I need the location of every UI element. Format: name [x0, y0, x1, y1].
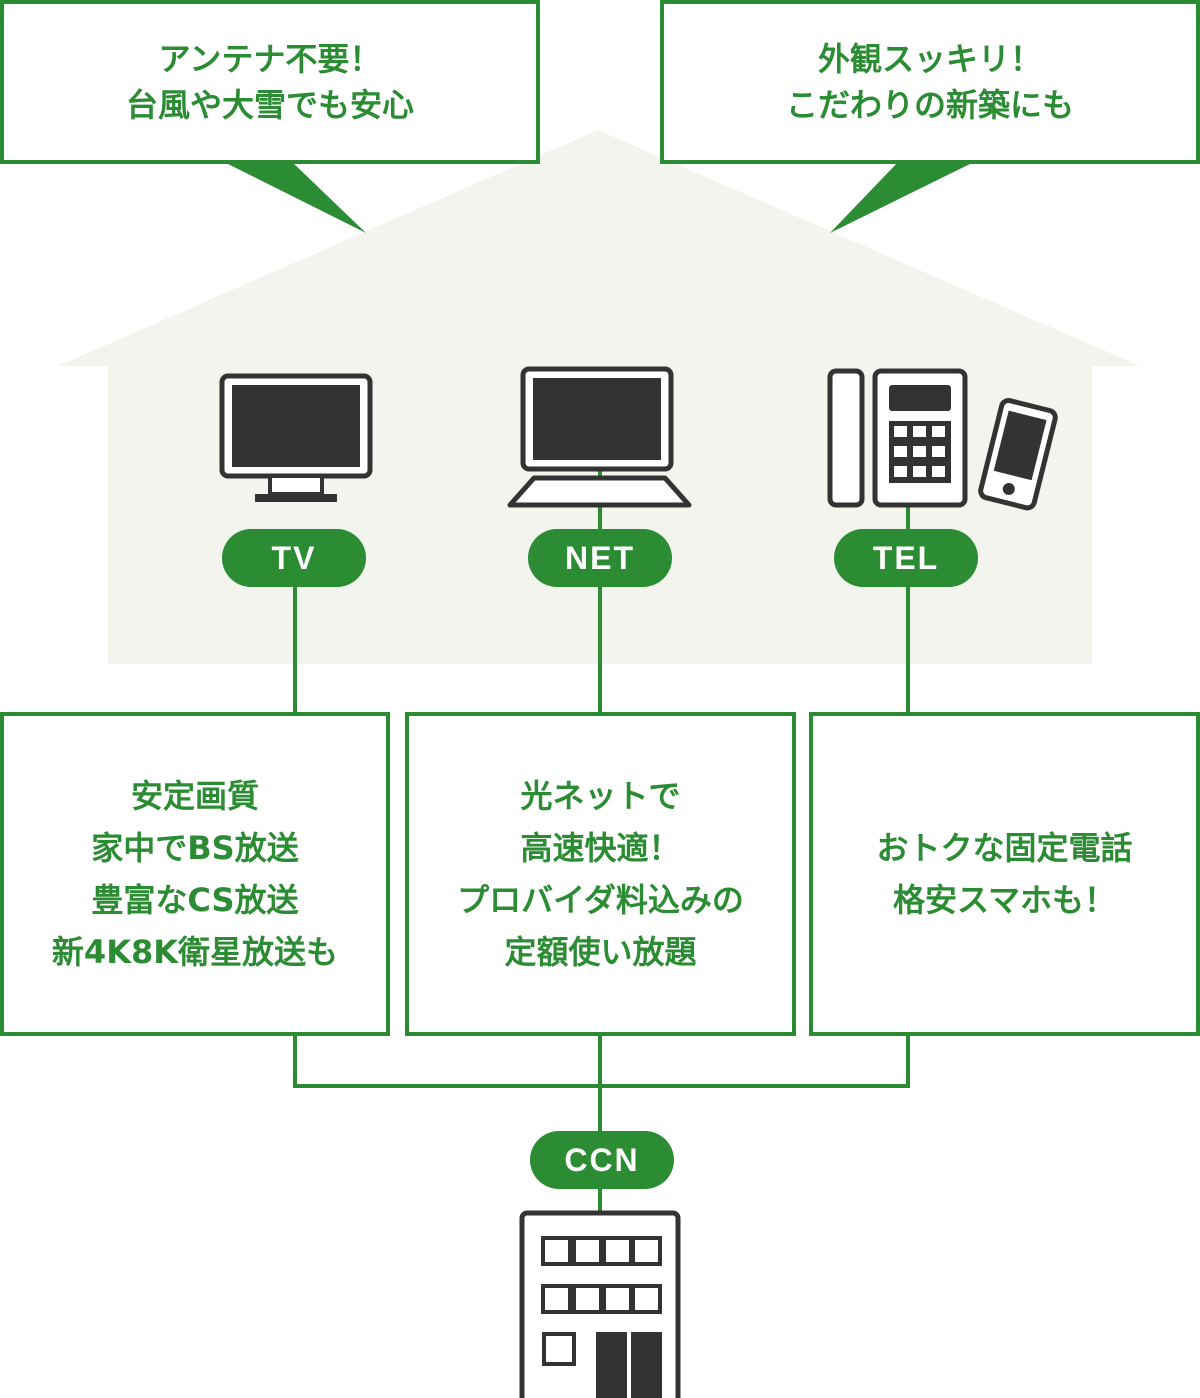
service-line: 高速快適！ — [520, 829, 681, 867]
callout-clean-exterior: 外観スッキリ！ こだわりの新築にも — [660, 0, 1200, 164]
office-building-icon — [519, 1210, 681, 1398]
service-line: 家中でBS放送 — [91, 829, 299, 867]
callout-line: アンテナ不要！ — [158, 40, 382, 78]
callout-pointer-right — [830, 160, 978, 233]
service-line: おトクな固定電話 — [876, 829, 1133, 867]
laptop-icon — [507, 366, 692, 508]
service-line: 安定画質 — [130, 777, 259, 815]
service-box-tel: おトクな固定電話 格安スマホも！ — [809, 712, 1200, 1036]
callout-line: 外観スッキリ！ — [817, 40, 1042, 78]
pill-net: NET — [528, 529, 672, 587]
callout-line: 台風や大雪でも安心 — [125, 86, 414, 124]
pill-tv: TV — [222, 529, 366, 587]
service-line: 格安スマホも！ — [892, 881, 1117, 919]
service-line: 定額使い放題 — [504, 933, 697, 971]
pill-tel: TEL — [834, 529, 978, 587]
service-line: 豊富なCS放送 — [91, 881, 299, 919]
service-box-net: 光ネットで 高速快適！ プロバイダ料込みの 定額使い放題 — [405, 712, 796, 1036]
callout-pointer-left — [220, 160, 366, 233]
callout-line: こだわりの新築にも — [785, 86, 1074, 124]
phone-and-smartphone-icon — [827, 368, 1058, 511]
tv-monitor-icon — [219, 373, 373, 502]
service-box-tv: 安定画質 家中でBS放送 豊富なCS放送 新4K8K衛星放送も — [0, 712, 390, 1036]
service-line: プロバイダ料込みの — [457, 881, 744, 919]
service-line: 光ネットで — [520, 777, 681, 815]
service-line: 新4K8K衛星放送も — [51, 933, 339, 971]
pill-ccn: CCN — [530, 1131, 674, 1189]
callout-antenna-free: アンテナ不要！ 台風や大雪でも安心 — [0, 0, 540, 164]
